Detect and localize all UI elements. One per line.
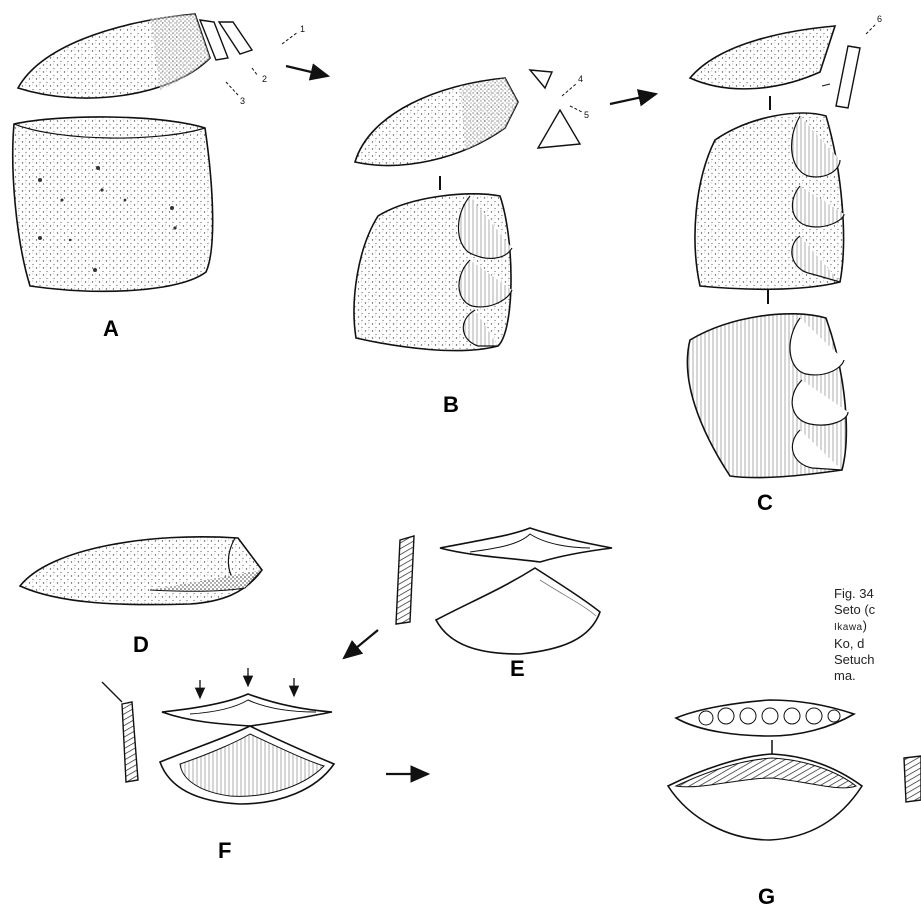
- flake-number-6: 6: [877, 14, 882, 24]
- caption-author: Ikawa: [834, 622, 863, 633]
- stage-b-core: [354, 194, 512, 351]
- stage-a-block: [13, 117, 213, 291]
- caption-line-3: Ikawa): [834, 618, 921, 636]
- panel-label-f: F: [218, 838, 231, 863]
- stage-e-blank: [436, 568, 600, 654]
- panel-label-d: D: [133, 632, 149, 657]
- panel-label-a: A: [103, 316, 119, 341]
- stage-f-blank: [160, 726, 334, 804]
- arrow-e-to-f: [344, 630, 378, 658]
- caption-line-2: Seto (c: [834, 602, 921, 618]
- stage-b-number-leaders: [562, 84, 582, 112]
- panel-label-g: G: [758, 884, 775, 909]
- stage-b-removed-flakes: [530, 70, 580, 148]
- stage-g-cross-section: [904, 756, 921, 802]
- stage-g-point: [668, 754, 862, 840]
- flake-number-3: 3: [240, 96, 245, 106]
- caption-line-5: Setuch: [834, 652, 921, 668]
- stage-a-top-slab: [18, 14, 210, 98]
- figure-caption: Fig. 34 Seto (c Ikawa) Ko, d Setuch ma.: [834, 586, 921, 684]
- arrow-a-to-b: [286, 66, 328, 76]
- panel-label-b: B: [443, 392, 459, 417]
- stage-b-top-slab: [355, 78, 518, 165]
- caption-line-1: Fig. 34: [834, 586, 921, 602]
- stage-d-blade: [20, 537, 262, 605]
- flake-number-2: 2: [262, 74, 267, 84]
- flake-number-5: 5: [584, 110, 589, 120]
- stage-f-blank-top: [162, 694, 332, 726]
- panel-label-e: E: [510, 656, 525, 681]
- stage-c-core: [695, 113, 844, 289]
- arrow-b-to-c: [610, 94, 656, 104]
- stage-e-blank-top: [440, 528, 612, 562]
- stage-c-top-slab: [690, 26, 835, 89]
- stage-f-cross-section: [102, 682, 138, 782]
- caption-line-4: Ko, d: [834, 636, 921, 652]
- caption-line-3-rest: ): [863, 618, 867, 633]
- stage-f-pressure-arrows: [200, 668, 294, 698]
- caption-line-6: ma.: [834, 668, 921, 684]
- stage-c-removed-flake: [836, 46, 860, 108]
- stage-e-cross-section: [396, 536, 414, 624]
- stage-c-flaked-core: [687, 314, 848, 478]
- panel-label-c: C: [757, 490, 773, 515]
- flake-number-1: 1: [300, 24, 305, 34]
- stage-g-point-top: [676, 700, 854, 736]
- flake-number-4: 4: [578, 74, 583, 84]
